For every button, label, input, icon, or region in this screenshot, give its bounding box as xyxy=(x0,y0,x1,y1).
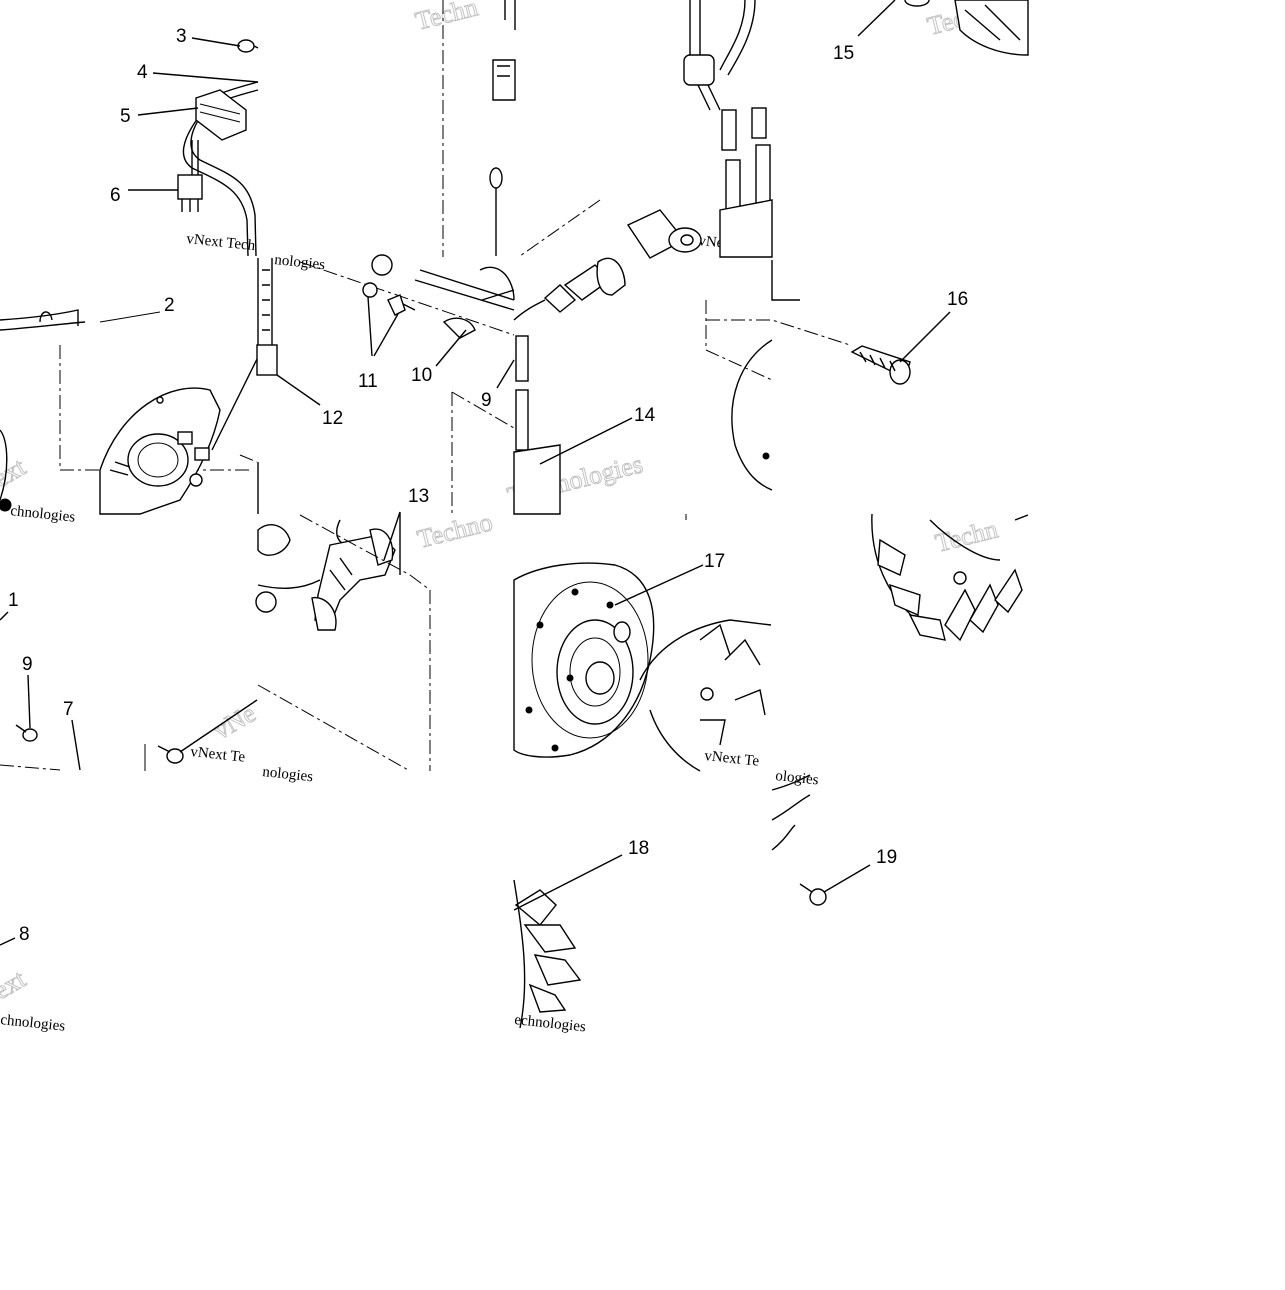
tile-ignition-coil xyxy=(496,257,687,520)
watermark-fragment: ologies xyxy=(775,768,820,788)
callout-8: 8 xyxy=(19,924,30,945)
tile-wiring-top xyxy=(442,0,516,257)
watermark-fragment: echnologies xyxy=(514,1012,587,1035)
washer-part xyxy=(362,282,378,298)
tile-flywheel xyxy=(513,562,772,772)
callout-11: 11 xyxy=(358,371,378,392)
callout-9-lower: 9 xyxy=(22,654,33,675)
watermark-fragment: vNext Te xyxy=(190,744,247,766)
screw-part xyxy=(22,728,38,742)
watermark-fragment: ext xyxy=(0,964,31,1005)
watermark-fragment: chnologies xyxy=(0,1012,66,1035)
callout-5: 5 xyxy=(120,106,131,127)
watermark-fragment: vNext Tech xyxy=(186,231,257,254)
tile-stator-screws xyxy=(0,611,258,771)
bracket-part xyxy=(442,317,476,339)
callout-labels: 3 4 5 6 15 2 16 11 10 9 12 14 13 17 1 9 … xyxy=(8,26,968,945)
watermark-fragment: Techno xyxy=(414,507,495,554)
callout-16: 16 xyxy=(947,289,968,310)
regulator-part xyxy=(195,89,247,141)
watermark-fragment: Techn xyxy=(412,0,480,36)
tile-coil-wiring xyxy=(519,0,773,259)
tile-flywheel-cover-top xyxy=(857,0,1029,56)
callout-15: 15 xyxy=(833,43,854,64)
tile-flywheel-cover xyxy=(705,260,951,491)
tile-pulser-harness xyxy=(256,254,515,514)
watermark-fragment: ext xyxy=(0,452,31,493)
callout-3: 3 xyxy=(176,26,187,47)
tile-voltage-regulator xyxy=(128,37,259,257)
plug-boot-part xyxy=(596,257,626,296)
tile-pulser-coil xyxy=(255,511,431,772)
callout-13: 13 xyxy=(408,486,429,507)
callout-12: 12 xyxy=(322,408,343,429)
callout-18: 18 xyxy=(628,838,649,859)
callout-9: 9 xyxy=(481,390,492,411)
watermark-layer: Techn Techno vNext Tech nologies vNext T… xyxy=(0,0,1006,1035)
tile-fan-18 xyxy=(513,854,623,1029)
bolt-part xyxy=(237,39,255,53)
callout-17: 17 xyxy=(704,551,725,572)
tile-stator-screw-8 xyxy=(0,937,16,946)
screw-part xyxy=(166,748,184,764)
ignition-coil-part xyxy=(513,444,561,515)
screw-part xyxy=(387,294,406,316)
tile-fan-screw-19 xyxy=(771,774,871,906)
callout-4: 4 xyxy=(137,62,148,83)
watermark-fragment: Techn xyxy=(932,514,1000,557)
callout-10: 10 xyxy=(411,365,432,386)
watermark-fragment: chnologies xyxy=(10,503,76,526)
callout-7: 7 xyxy=(63,699,74,720)
tile-cooling-fan xyxy=(871,513,1029,642)
callout-2: 2 xyxy=(164,295,175,316)
callout-14: 14 xyxy=(634,405,656,426)
tile-stator-plate xyxy=(0,309,259,515)
callout-19: 19 xyxy=(876,847,897,868)
connector-part xyxy=(177,174,203,200)
callout-6: 6 xyxy=(110,185,121,206)
callout-1: 1 xyxy=(8,590,19,611)
watermark-fragment: nologies xyxy=(262,764,314,785)
harness-connector-part xyxy=(256,344,278,376)
watermark-fragment: vNext Te xyxy=(704,748,761,770)
screw-part xyxy=(809,888,827,906)
watermark-fragment: vNe xyxy=(209,698,261,745)
watermark-fragment: nologies xyxy=(274,252,326,273)
plug-cap-part xyxy=(683,54,715,86)
